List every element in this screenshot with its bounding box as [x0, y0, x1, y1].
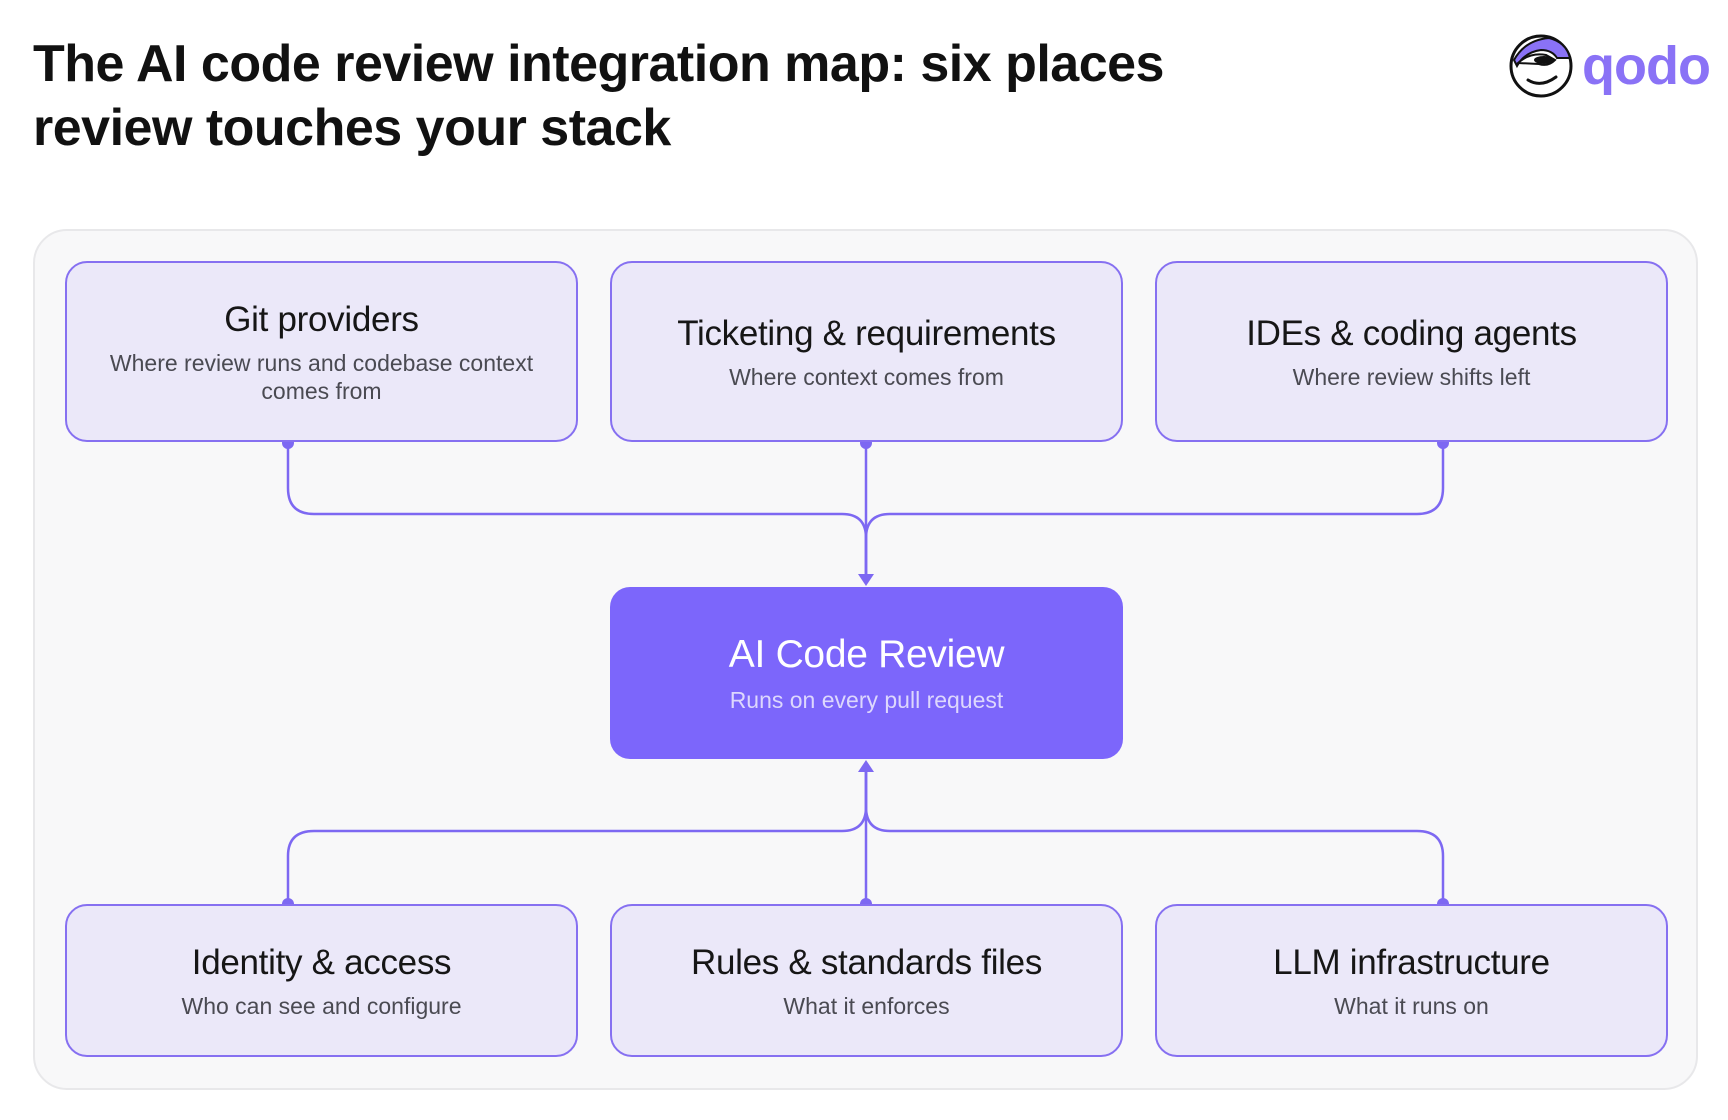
- node-git-providers: Git providers Where review runs and code…: [65, 261, 578, 442]
- node-title: Rules & standards files: [690, 942, 1043, 982]
- node-subtitle: What it enforces: [783, 992, 950, 1019]
- node-title: IDEs & coding agents: [1246, 313, 1577, 353]
- node-ticketing-requirements: Ticketing & requirements Where context c…: [610, 261, 1123, 442]
- node-rules-standards-files: Rules & standards files What it enforces: [610, 904, 1123, 1057]
- page-title: The AI code review integration map: six …: [33, 35, 1164, 157]
- node-ides-coding-agents: IDEs & coding agents Where review shifts…: [1155, 261, 1668, 442]
- node-title: LLM infrastructure: [1273, 942, 1550, 982]
- node-subtitle: Where context comes from: [729, 363, 1004, 390]
- qodo-mascot-icon: [1509, 34, 1573, 98]
- node-subtitle: Where review runs and codebase context c…: [109, 349, 534, 404]
- node-title: Identity & access: [191, 942, 452, 982]
- center-node-title: AI Code Review: [728, 633, 1005, 676]
- brand-logo[interactable]: qodo: [1508, 30, 1711, 102]
- node-title: Ticketing & requirements: [677, 313, 1056, 353]
- node-ai-code-review: AI Code Review Runs on every pull reques…: [610, 587, 1123, 759]
- brand-wordmark: qodo: [1582, 36, 1711, 96]
- node-subtitle: Who can see and configure: [181, 992, 462, 1019]
- node-llm-infrastructure: LLM infrastructure What it runs on: [1155, 904, 1668, 1057]
- node-identity-access: Identity & access Who can see and config…: [65, 904, 578, 1057]
- node-subtitle: Where review shifts left: [1292, 363, 1531, 390]
- node-subtitle: What it runs on: [1334, 992, 1489, 1019]
- node-title: Git providers: [224, 299, 419, 339]
- center-node-subtitle: Runs on every pull request: [729, 687, 1004, 713]
